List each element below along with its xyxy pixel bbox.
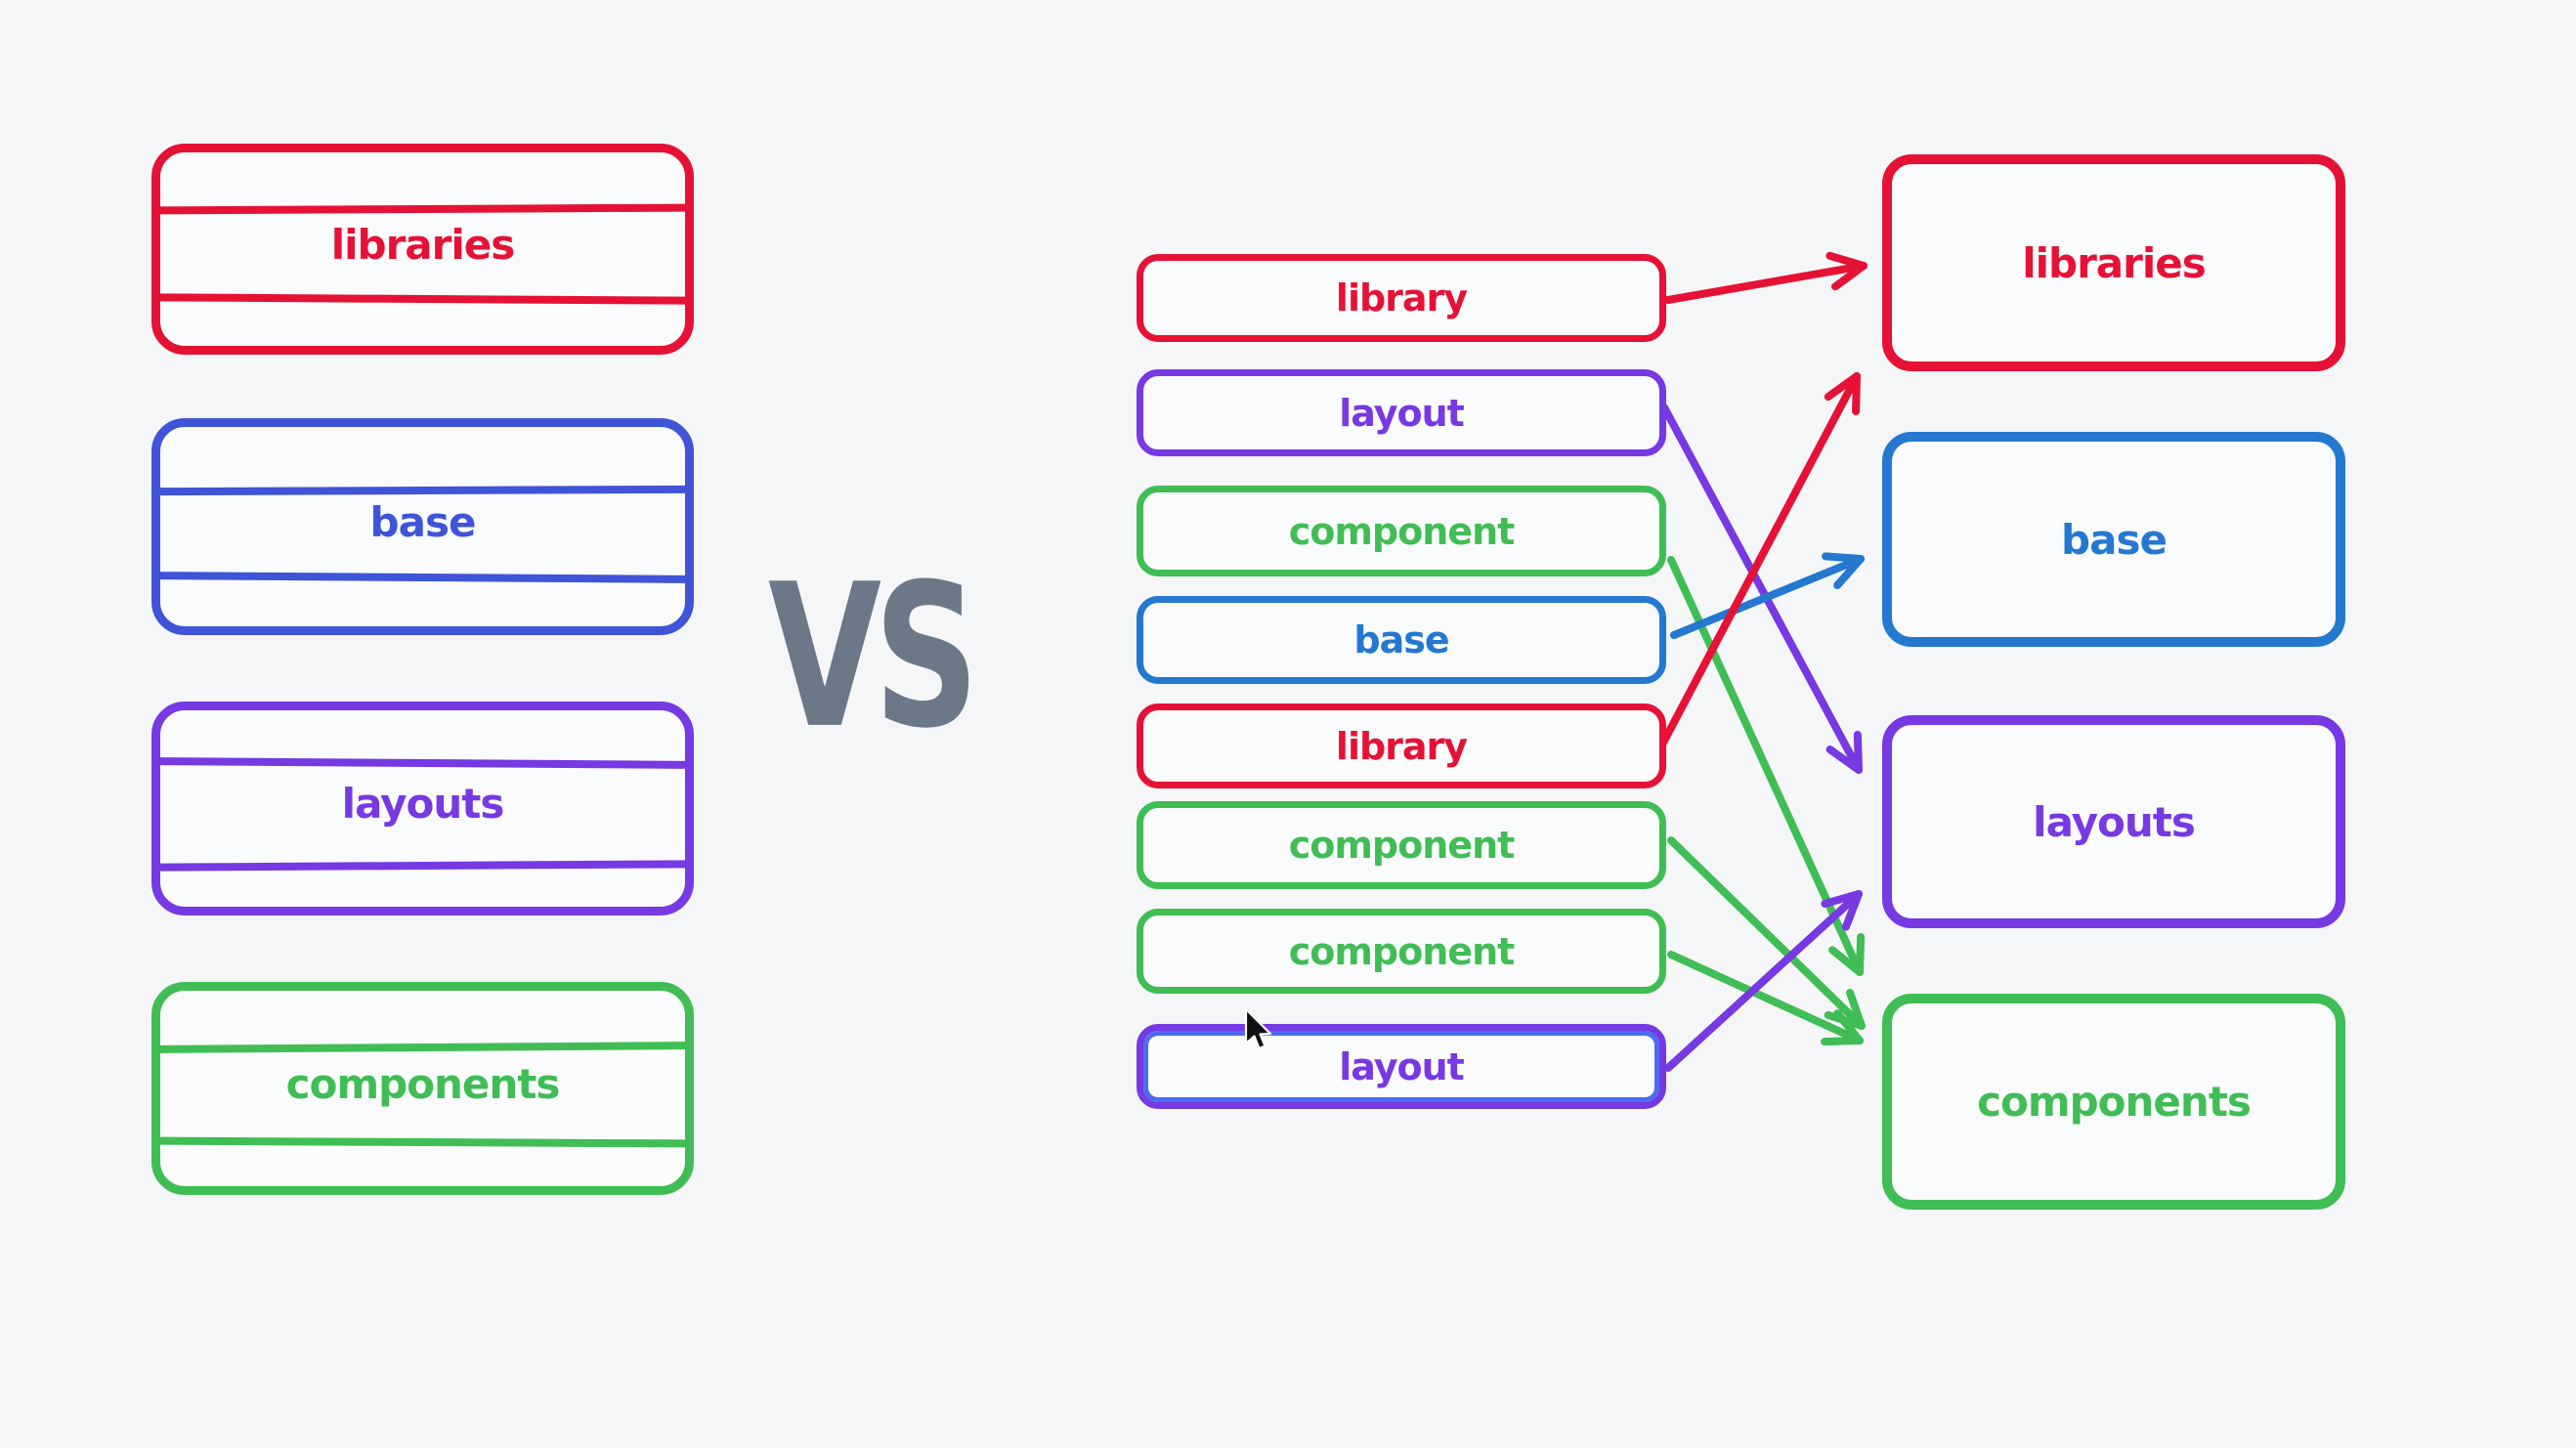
left-box-layouts-label: layouts: [341, 780, 505, 828]
left-box-components-label: components: [285, 1059, 561, 1108]
right-box-libraries-label: libraries: [2022, 238, 2207, 287]
right-box-components-label: components: [1977, 1078, 2252, 1126]
arrow-base-4-to-base[interactable]: [1670, 552, 1865, 639]
divider-line: [155, 1136, 690, 1148]
divider-line: [155, 572, 690, 583]
middle-box-layout-2[interactable]: layout: [1137, 369, 1666, 456]
middle-box-layout-8[interactable]: layout: [1137, 1024, 1666, 1109]
right-box-layouts[interactable]: layouts: [1882, 715, 2345, 928]
right-box-base[interactable]: base: [1882, 432, 2345, 647]
divider-line: [155, 203, 690, 215]
arrow-layout-8-to-layouts[interactable]: [1664, 890, 1863, 1072]
middle-box-layout-8-label: layout: [1339, 1044, 1465, 1088]
mouse-cursor-icon: [1243, 1007, 1276, 1057]
middle-box-component-3-label: component: [1288, 509, 1516, 553]
arrow-layout-2-to-layouts[interactable]: [1660, 404, 1863, 774]
right-box-base-label: base: [2061, 515, 2168, 564]
middle-box-library-1-label: library: [1335, 277, 1468, 319]
right-box-libraries[interactable]: libraries: [1882, 154, 2345, 371]
middle-box-library-1[interactable]: library: [1137, 254, 1666, 342]
arrow-component-6-to-components[interactable]: [1667, 836, 1866, 1030]
middle-box-component-7[interactable]: component: [1137, 909, 1666, 994]
right-box-components[interactable]: components: [1882, 994, 2345, 1210]
left-box-libraries[interactable]: libraries: [151, 144, 694, 355]
middle-box-library-5-label: library: [1335, 724, 1468, 768]
left-box-base-label: base: [369, 497, 477, 546]
divider-line: [155, 757, 690, 769]
middle-box-base-4-label: base: [1353, 618, 1449, 661]
vs-label: VS: [767, 542, 979, 773]
middle-box-base-4[interactable]: base: [1137, 596, 1666, 684]
left-box-libraries-label: libraries: [330, 220, 516, 269]
middle-box-library-5[interactable]: library: [1137, 703, 1666, 788]
divider-line: [155, 293, 690, 305]
left-box-components[interactable]: components: [151, 982, 694, 1195]
middle-box-component-6[interactable]: component: [1137, 801, 1666, 889]
middle-box-layout-2-label: layout: [1339, 391, 1465, 435]
left-box-base[interactable]: base: [151, 418, 694, 635]
arrow-library-1-to-libraries[interactable]: [1664, 251, 1868, 304]
middle-box-component-3[interactable]: component: [1137, 486, 1666, 576]
right-box-layouts-label: layouts: [2033, 797, 2196, 846]
middle-box-component-6-label: component: [1288, 824, 1516, 867]
left-box-layouts[interactable]: layouts: [151, 702, 694, 916]
arrow-component-7-to-components[interactable]: [1667, 951, 1864, 1046]
divider-line: [155, 485, 690, 496]
arrow-component-3-to-components[interactable]: [1667, 556, 1866, 976]
arrow-library-5-to-libraries[interactable]: [1659, 372, 1861, 746]
middle-box-component-7-label: component: [1288, 929, 1516, 973]
divider-line: [155, 1042, 690, 1053]
divider-line: [155, 860, 690, 872]
